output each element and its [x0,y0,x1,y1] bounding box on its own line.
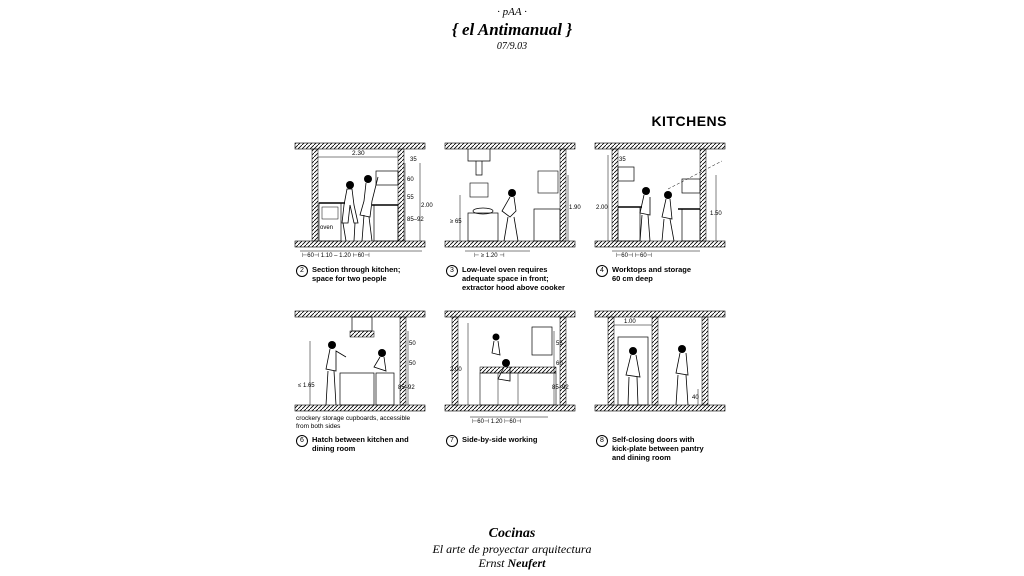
footer-author: Ernst Neufert [0,556,1024,570]
caption-line: space for two people [312,274,387,283]
caption-number: 8 [596,435,608,447]
p4-left: 2.00 [596,205,608,211]
caption-line: kick-plate between pantry [612,444,704,453]
org-label: · pAA · [497,6,527,18]
p6-r1: 50 [409,341,416,347]
page-footer: Cocinas El arte de proyectar arquitectur… [0,525,1024,570]
panel-7-drawing: 2.00 55 60 85–92 ⊢60⊣ 1.20 ⊢60⊣ [444,310,576,425]
p6-r2: 50 [409,361,416,367]
p8-right: 40 [692,395,699,401]
caption-line: 60 cm deep [612,274,653,283]
caption-number: 7 [446,435,458,447]
caption-line: Self-closing doors with [612,435,695,444]
caption-line: Section through kitchen; [312,265,401,274]
plate-heading: KITCHENS [651,113,727,129]
p2-h1: 60 [407,177,414,183]
p7-bottom-dims: ⊢60⊣ 1.20 ⊢60⊣ [472,418,521,425]
caption-line: and dining room [612,453,671,462]
p3-left: ≥ 65 [450,219,462,225]
panel-8-drawing: 1.00 40 [594,310,726,412]
p7-r3: 85–92 [552,385,569,391]
author-first: Ernst [478,556,508,570]
caption-panel-7: 7 Side-by-side working [446,435,537,447]
panel-4-drawing: 35 2.00 1.50 ⊢60⊣ ⊢60⊣ [594,142,726,259]
p2-oven: oven [320,225,333,231]
caption-line: Side-by-side working [462,435,538,444]
p7-r1: 55 [556,341,563,347]
caption-line: Worktops and storage [612,265,692,274]
caption-line: Hatch between kitchen and [312,435,409,444]
caption-number: 2 [296,265,308,277]
footer-subtitle: El arte de proyectar arquitectura [432,542,592,556]
p4-right: 1.50 [710,211,722,217]
caption-panel-2: 2 Section through kitchen;space for two p… [296,265,400,283]
p2-top-width: 2.30 [352,150,365,157]
p7-r2: 60 [556,361,563,367]
caption-number: 3 [446,265,458,277]
p6-left: ≤ 1.65 [298,383,315,389]
note-line: crockery storage cupboards, accessible [296,415,411,422]
caption-line: dining room [312,444,356,453]
page-title: { el Antimanual } [451,20,573,39]
p2-h3: 85–92 [407,217,424,223]
footer-title: Cocinas [488,526,536,541]
caption-line: adequate space in front; [462,274,549,283]
p4-bottom-dims: ⊢60⊣ ⊢60⊣ [616,252,652,259]
plate-drawings: 2.30 35 60 55 85–92 2.00 oven ⊢60⊣ 1.10 … [294,142,726,425]
panel-6-drawing: ≤ 1.65 50 50 85–92 [294,310,426,412]
p3-right: 1.90 [569,205,581,211]
caption-number: 4 [596,265,608,277]
caption-number: 6 [296,435,308,447]
p2-top-right: 35 [410,157,417,163]
note-line: from both sides [296,423,341,430]
caption-line: Low-level oven requires [462,265,548,274]
page-header: · pAA · { el Antimanual } 07/9.03 [0,6,1024,53]
p2-total: 2.00 [421,203,433,209]
page-date: 07/9.03 [496,41,528,52]
p2-h2: 55 [407,195,414,201]
panel-3-drawing: ≥ 65 1.90 ⊢ ≥ 1.20 ⊣ [444,142,581,259]
p8-top: 1.00 [624,319,636,325]
p4-top: 35 [619,157,626,163]
p7-left: 2.00 [450,367,462,373]
p6-r3: 85–92 [398,385,415,391]
p3-bottom-dims: ⊢ ≥ 1.20 ⊣ [474,252,504,259]
author-last: Neufert [507,556,546,570]
kitchens-plate: KITCHENS [290,105,735,470]
p2-bottom-dims: ⊢60⊣ 1.10 – 1.20 ⊢60⊣ [302,252,370,259]
panel-2-drawing: 2.30 35 60 55 85–92 2.00 oven ⊢60⊣ 1.10 … [294,142,433,259]
caption-line: extractor hood above cooker [462,283,565,292]
